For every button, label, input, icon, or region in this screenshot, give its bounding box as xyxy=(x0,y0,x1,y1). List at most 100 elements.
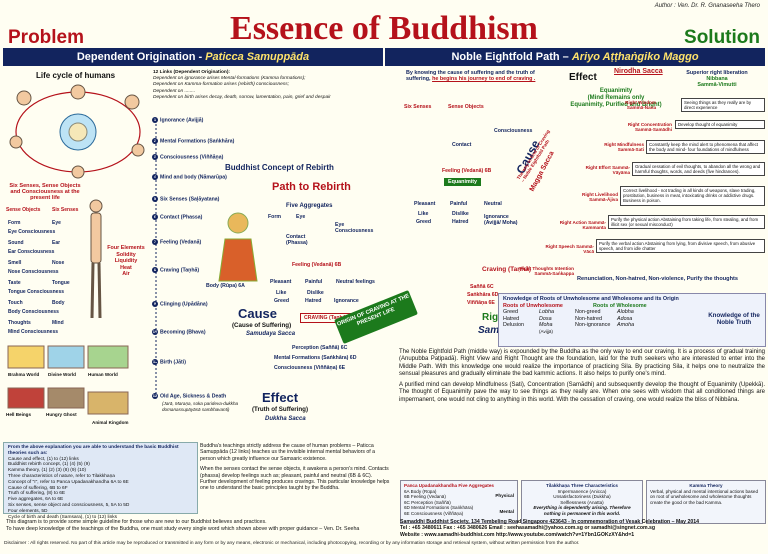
path-concentration-desc: Develop thought of equanimity xyxy=(675,120,765,130)
life-cycle-heading: Life cycle of humans xyxy=(36,71,116,80)
r-greed: Greed xyxy=(416,219,431,225)
cause-subtitle: (Cause of Suffering) xyxy=(232,322,292,329)
body-figure-icon xyxy=(89,199,103,319)
r-sense-objects: Sense Objects xyxy=(448,104,484,110)
kamma-table: Kamma Theory Verbal, physical and mental… xyxy=(646,480,766,524)
greed-node: Greed xyxy=(274,298,289,304)
four-elements: Four Elements Solidity Liquidity Heat Ai… xyxy=(107,245,145,278)
r-painful: Painful xyxy=(450,201,468,207)
problem-heading: Problem xyxy=(8,27,85,48)
sense-object: Smell xyxy=(8,260,22,266)
sense-organ: Ear xyxy=(52,240,61,246)
path-speech-label: Right Speech Sammā-Vācā xyxy=(545,244,594,255)
sense-organ: Mind xyxy=(52,320,64,326)
samudaya-label: Samudaya Sacca xyxy=(246,331,296,337)
effect-right-heading: Effect xyxy=(569,72,597,83)
sense-consciousness: Ear Consciousness xyxy=(8,249,55,255)
six-senses-head: Six Senses xyxy=(52,207,79,213)
panca-table: Panca Upadanakhandha Five Aggregates 6A … xyxy=(400,480,518,524)
path-concentration-label: Right Concentration Sammā-Samādhi xyxy=(627,122,672,133)
r-equanimity: Equanimity xyxy=(444,178,482,186)
world-label: Divine World xyxy=(48,372,76,377)
contact-node: Contact (Phassa) xyxy=(286,234,308,246)
path-effort-label: Right Effort Sammā-Vāyāma xyxy=(585,165,630,176)
r-pleasant: Pleasant xyxy=(414,201,436,207)
twelve-links-text: 12 Links (Dependent Origination): Depend… xyxy=(153,70,331,100)
consciousness-node: Consciousness (Viññāṇa) 6E xyxy=(274,365,346,371)
sense-object: Taste xyxy=(8,280,21,286)
buddha-figure-icon xyxy=(218,212,258,282)
hatred-node: Hatred xyxy=(305,298,322,304)
eye-consciousness-node: Eye Consciousness xyxy=(335,222,374,234)
author-line: Author : Ven. Dr. R. Gnanaseeha Thero xyxy=(654,3,760,9)
world-label: Brahma World xyxy=(8,372,40,377)
five-aggregates-heading: Five Aggregates xyxy=(286,203,333,209)
r-hatred: Hatred xyxy=(452,219,469,225)
middle-way-paragraph: The Noble Eightfold Path (middle way) is… xyxy=(399,349,765,403)
life-cycle-diagram xyxy=(9,84,145,179)
r-six-senses: Six Senses xyxy=(404,104,432,110)
sense-consciousness: Eye Consciousness xyxy=(8,229,56,235)
nirodha-label: Nirodha Sacca xyxy=(614,68,663,75)
eightfold-path-band: Noble Eightfold Path – Ariyo Aṭṭhaṅgiko … xyxy=(385,48,765,66)
r-like: Like xyxy=(418,211,429,217)
world-label: Hungry Ghost xyxy=(46,412,77,417)
effect-heading: Effect xyxy=(262,390,299,405)
r-feeling: Feeling (Vedanā) 6B xyxy=(442,168,492,174)
path-livelihood-desc: Correct livelihood - not trading in all … xyxy=(620,186,765,206)
path-livelihood-label: Right Livelihood Sammā-Ājiva xyxy=(582,192,618,203)
concept-rebirth-heading: Buddhist Concept of Rebirth xyxy=(225,163,334,172)
path-wisdom-desc: Seeing things as they really are by dire… xyxy=(681,98,765,113)
sense-organ: Body xyxy=(52,300,65,306)
knowing-cause-text: By knowing the cause of suffering and th… xyxy=(406,70,536,83)
path-effort-desc: Gradual cessation of evil thoughts, to a… xyxy=(632,162,765,177)
r-sankhara: Saṅkhāra 6D xyxy=(467,292,499,298)
old-age-subtext: (Jarā, Maraṇa, soka parideva-dukkha doma… xyxy=(162,401,239,412)
path-action-desc: Purify the physical action Abstaining fr… xyxy=(608,215,765,230)
tilakkhana-table: Tilakkhaṇa Three Characteristics Imperma… xyxy=(521,480,643,524)
dukkha-label: Dukkha Sacca xyxy=(265,416,306,422)
footer-contact: Samaddhi Buddhist Society, 134 Tembeling… xyxy=(400,519,700,538)
sense-organ: Tongue xyxy=(52,280,70,286)
ignorance-node: Ignorance xyxy=(334,298,359,304)
world-label: Human World xyxy=(88,372,118,377)
six-senses-title: Six Senses, Sense Objects and Consciousn… xyxy=(9,183,81,202)
path-thought-desc: Renunciation, Non-hatred, Non-violence, … xyxy=(577,276,738,282)
r-neutral: Neutral xyxy=(484,201,502,207)
path-speech-desc: Purify the verbal action Abstaining from… xyxy=(596,239,765,254)
r-vinnana: Viññāṇa 6E xyxy=(467,300,495,306)
r-ignorance: Ignorance (Avijjā/ Moha) xyxy=(484,214,518,226)
roots-box: Knowledge of Roots of Unwholesome and Wh… xyxy=(498,293,766,347)
cause-heading: Cause xyxy=(238,306,278,321)
painful-node: Painful xyxy=(305,279,323,285)
r-craving: Craving (Taṇhā) xyxy=(482,266,531,273)
sense-object: Touch xyxy=(8,300,23,306)
theories-box: From the above explanation you are able … xyxy=(3,442,198,520)
r-consciousness: Consciousness xyxy=(494,128,533,134)
path-action-label: Right Action Sammā-Kammanta xyxy=(559,220,606,231)
six-realms-image xyxy=(7,345,129,415)
chain-arrow xyxy=(155,124,157,396)
pleasant-node: Pleasant xyxy=(270,279,292,285)
sense-object: Sound xyxy=(8,240,24,246)
feeling-node: Feeling (Vedanā) 6B xyxy=(292,262,342,268)
sense-organ: Eye xyxy=(52,220,61,226)
effect-subtitle: (Truth of Suffering) xyxy=(252,406,309,413)
form-node: Form xyxy=(268,214,281,220)
dislike-node: Dislike xyxy=(307,290,324,296)
r-sanna: Saññā 6C xyxy=(470,284,494,290)
like-node: Like xyxy=(276,290,287,296)
eye-node: Eye xyxy=(296,214,306,220)
footer-note: This diagram is to provide some simple g… xyxy=(6,519,360,532)
sense-objects-head: Sense Objects xyxy=(6,207,41,213)
sense-consciousness: Mind Consciousness xyxy=(8,329,59,335)
path-mindfulness-desc: Constantly keep the mind alert to phenom… xyxy=(646,140,765,155)
